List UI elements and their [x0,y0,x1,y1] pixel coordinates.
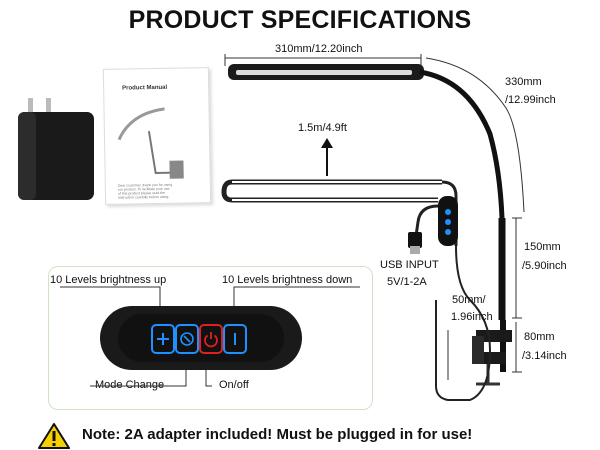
plus-icon [157,333,169,345]
on-off-label: On/off [219,379,249,391]
gooseneck-length-inch-label: /12.99inch [505,94,556,106]
note-text: Note: 2A adapter included! Must be plugg… [82,426,473,443]
power-adapter-image [14,98,94,200]
clamp-opening-label: 50mm/ [452,294,486,306]
cable-length-label: 1.5m/4.9ft [298,122,347,134]
power-icon [204,332,218,348]
page-title: PRODUCT SPECIFICATIONS [128,6,472,34]
warning-icon [38,423,70,449]
base-height-label: 80mm [524,331,555,343]
brightness-up-label: 10 Levels brightness up [50,274,167,286]
usb-input-label: USB INPUT [380,259,439,271]
bar-width-label: 310mm/12.20inch [275,43,363,55]
brightness-down-label: 10 Levels brightness down [222,274,353,286]
mode-change-button[interactable] [175,324,199,354]
arm-length-inch-label: /5.90inch [522,260,567,272]
usb-voltage-label: 5V/1-2A [387,276,427,288]
mode-icon [180,332,194,346]
base-height-inch-label: /3.14inch [522,350,567,362]
clamp-opening-inch-label: 1.96inch [451,311,493,323]
mode-change-label: Mode Change [95,379,165,391]
minus-icon [234,333,236,345]
power-button[interactable] [199,324,223,354]
controller-panel [48,266,373,410]
gooseneck-length-label: 330mm [505,76,542,88]
brightness-down-button[interactable] [223,324,247,354]
arm-length-label: 150mm [524,241,561,253]
brightness-up-button[interactable] [151,324,175,354]
product-manual-image: Product Manual Dear customer, thank you … [102,67,212,205]
